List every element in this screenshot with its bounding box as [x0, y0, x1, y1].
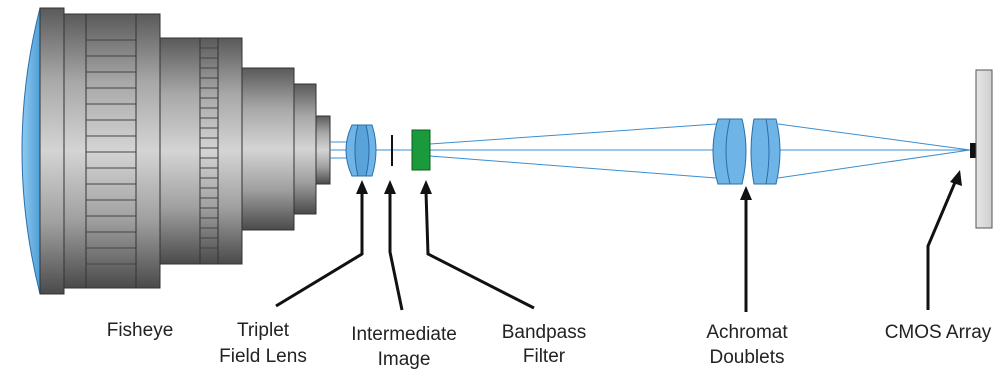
label-triplet-line1: Triplet [237, 320, 290, 341]
achromat-arrowhead [740, 186, 752, 200]
label-intermediate-line1: Intermediate [351, 324, 457, 345]
triplet-arrowhead [356, 180, 368, 194]
bandpass-pointer [424, 191, 535, 310]
label-fisheye: Fisheye [107, 320, 174, 341]
label-bandpass-line2: Filter [523, 346, 566, 367]
fisheye-barrel-mid [135, 13, 161, 289]
fisheye-barrel-step [159, 37, 201, 265]
arrow-heads [356, 170, 962, 200]
label-achromat-line1: Achromat [706, 322, 788, 343]
cmos-sensor-board [975, 69, 993, 229]
label-triplet-line2: Field Lens [219, 346, 307, 367]
fisheye-barrel-front [39, 7, 65, 295]
label-intermediate-line2: Image [378, 349, 431, 370]
bandpass-arrowhead [420, 180, 432, 194]
fisheye-focus-ring-grip [86, 39, 136, 265]
fisheye-barrel-rear [217, 37, 243, 265]
fisheye-lens [21, 7, 331, 295]
fisheye-focus-ring [85, 13, 137, 289]
achromat-doublets [712, 118, 781, 185]
triplet-field-lens [345, 124, 377, 177]
triplet-pointer [275, 192, 364, 308]
intermediate-pointer [388, 192, 404, 311]
triplet-element-2 [354, 124, 370, 177]
intermediate-arrowhead [384, 180, 396, 194]
cmos-arrowhead [950, 170, 962, 186]
label-achromat-line2: Doublets [710, 347, 785, 368]
label-cmos-array: CMOS Array [885, 322, 992, 343]
achromat-doublet-2-cement [765, 118, 770, 185]
pointer-arrows [275, 179, 958, 312]
achromat-doublet-1-cement [725, 118, 731, 185]
achromat-doublet-1 [712, 118, 747, 185]
bandpass-filter [411, 129, 431, 171]
achromat-doublet-2 [750, 118, 781, 185]
fisheye-aperture-ring-grip [200, 47, 218, 249]
fisheye-mount-3 [315, 115, 331, 185]
label-bandpass-line1: Bandpass [502, 322, 587, 343]
cmos-pointer [926, 179, 958, 310]
cmos-sensor-chip [970, 143, 976, 158]
light-rays [330, 123, 971, 179]
triplet-element-3 [365, 124, 377, 177]
fisheye-barrel-ring [63, 13, 87, 289]
fisheye-front-element [21, 7, 41, 295]
fisheye-mount-1 [241, 67, 295, 231]
fisheye-aperture-ring [199, 37, 219, 265]
fisheye-mount-2 [293, 83, 317, 215]
